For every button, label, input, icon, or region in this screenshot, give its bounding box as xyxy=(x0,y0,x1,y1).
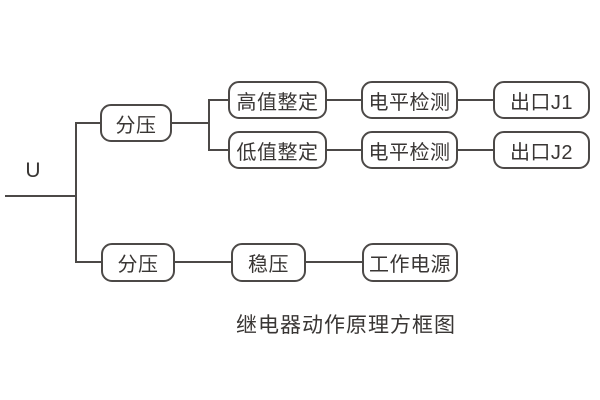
input-voltage-label: U xyxy=(25,159,41,182)
block-working-power: 工作电源 xyxy=(362,243,458,282)
connector-branch-to-high xyxy=(210,99,229,101)
connector-level-to-j2 xyxy=(458,149,493,151)
connector-divider-to-branch xyxy=(172,122,209,124)
block-voltage-divider-bottom: 分压 xyxy=(101,243,175,282)
block-outlet-j1: 出口J1 xyxy=(493,81,590,119)
diagram-caption: 继电器动作原理方框图 xyxy=(236,314,456,337)
block-voltage-regulator: 稳压 xyxy=(231,243,306,282)
block-level-detection-1: 电平检测 xyxy=(361,81,458,119)
connector-to-divider-bottom xyxy=(77,261,102,263)
block-level-detection-2: 电平检测 xyxy=(361,131,458,169)
connector-level-to-j1 xyxy=(458,99,493,101)
connector-input-line xyxy=(5,195,76,197)
connector-main-vertical xyxy=(75,122,77,263)
connector-branch-to-low xyxy=(210,149,229,151)
connector-low-to-level xyxy=(327,149,361,151)
block-voltage-divider-top: 分压 xyxy=(100,104,172,142)
connector-high-to-level xyxy=(327,99,361,101)
connector-regulator-to-power xyxy=(306,261,362,263)
block-low-value-setting: 低值整定 xyxy=(228,131,327,169)
connector-branch-vertical xyxy=(208,99,210,151)
connector-to-divider-top xyxy=(77,122,101,124)
connector-divider-to-regulator xyxy=(175,261,231,263)
block-outlet-j2: 出口J2 xyxy=(493,131,590,169)
block-high-value-setting: 高值整定 xyxy=(228,81,327,119)
